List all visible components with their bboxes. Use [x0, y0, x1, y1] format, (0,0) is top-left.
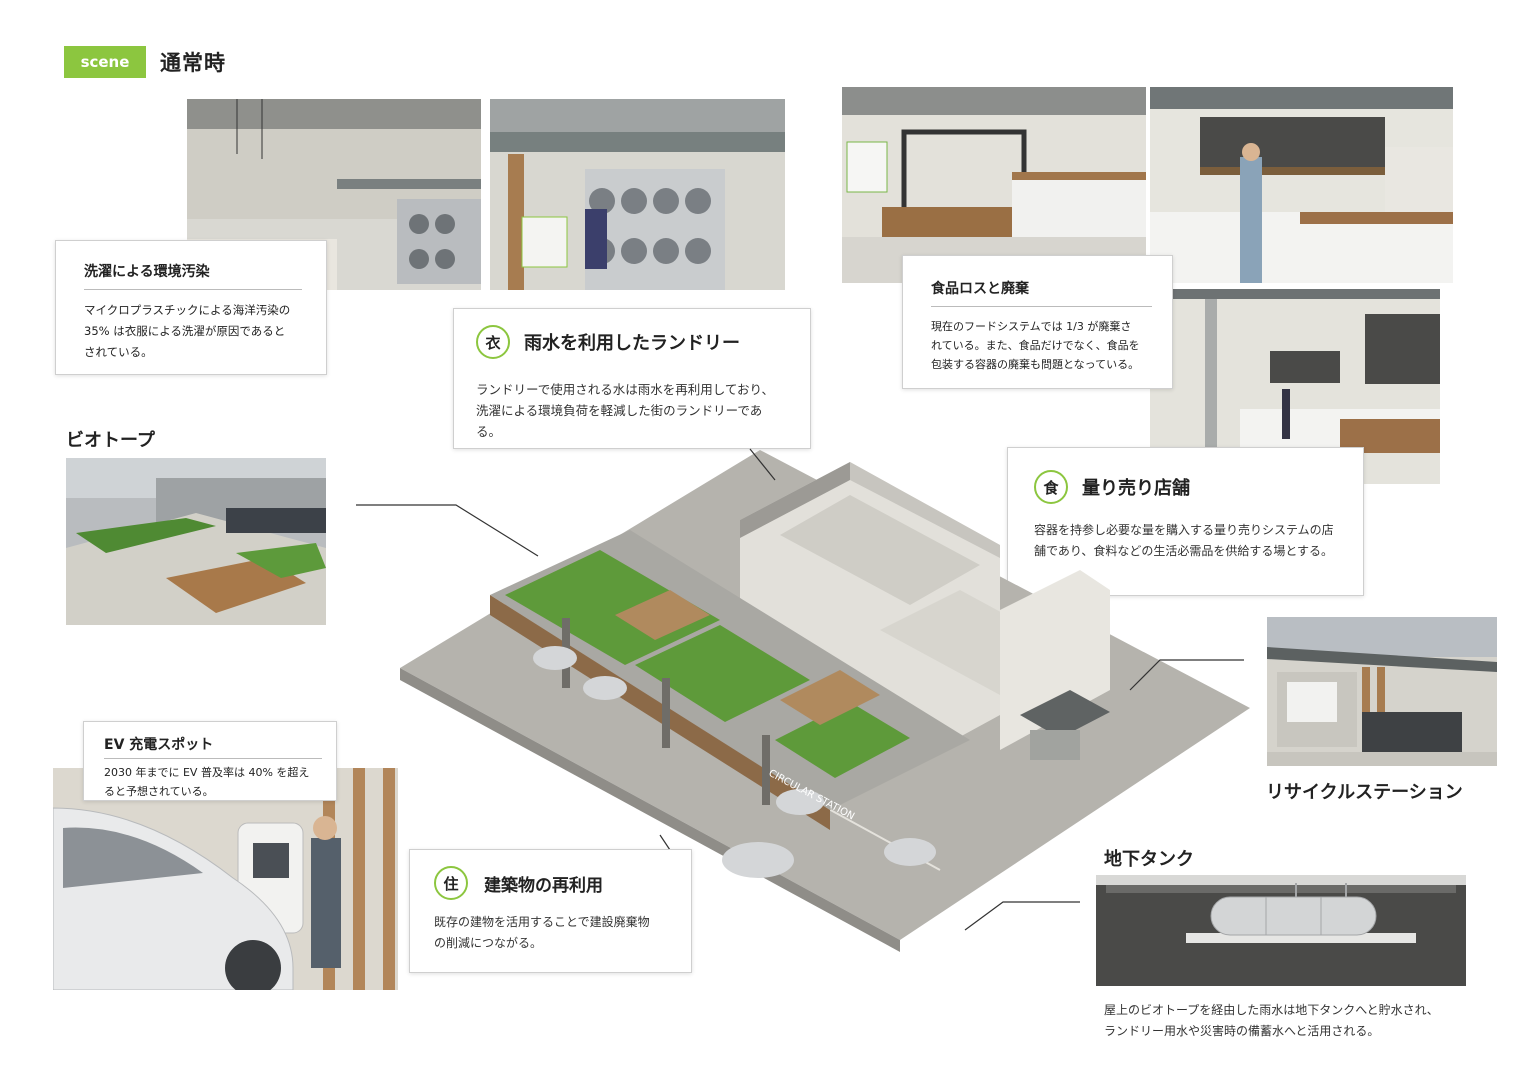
- laundry-environment-title: 洗濯による環境汚染: [84, 264, 210, 280]
- laundry-line1: ランドリーで使用される水は雨水を再利用しており、: [476, 382, 775, 397]
- food-loss-line1: 現在のフードシステムでは 1/3 が廃棄さ: [931, 320, 1132, 333]
- food-loss-title: 食品ロスと廃棄: [931, 281, 1029, 297]
- laundry-environment-line1: マイクロプラスチックによる海洋汚染の: [84, 303, 291, 317]
- recycle-station-photo: [1267, 617, 1497, 766]
- laundry-environment-line2: 35% は衣服による洗濯が原因であると: [84, 324, 286, 338]
- food-loss-line3: 包装する容器の廃棄も問題となっている。: [931, 358, 1140, 371]
- food-loss-card: 食品ロスと廃棄 現在のフードシステムでは 1/3 が廃棄さ れている。また、食品…: [902, 255, 1173, 389]
- store-photo-1: [842, 87, 1146, 283]
- scene-tag: scene: [64, 46, 146, 78]
- underground-tank-line2: ランドリー用水や災害時の備蓄水へと活用される。: [1104, 1024, 1380, 1038]
- laundry-callout: 衣 雨水を利用したランドリー ランドリーで使用される水は雨水を再利用しており、 …: [453, 308, 811, 449]
- laundry-environment-card: 洗濯による環境汚染 マイクロプラスチックによる海洋汚染の 35% は衣服による洗…: [55, 240, 327, 375]
- underground-tank-label: 地下タンク: [1104, 849, 1194, 870]
- housing-icon: 住: [434, 866, 468, 900]
- bulk-store-callout: 食 量り売り店舗 容器を持参し必要な量を購入する量り売りシステムの店 舗であり、…: [1007, 447, 1364, 596]
- biotope-photo: [66, 458, 326, 625]
- divider: [104, 758, 322, 759]
- reuse-line2: の削減につながる。: [434, 936, 543, 950]
- laundry-line2: 洗濯による環境負荷を軽減した街のランドリーである。: [476, 403, 763, 439]
- underground-tank-photo: [1096, 875, 1466, 986]
- biotope-label: ビオトープ: [66, 430, 155, 451]
- ev-charging-title: EV 充電スポット: [104, 737, 214, 753]
- reuse-callout: 住 建築物の再利用 既存の建物を活用することで建設廃棄物 の削減につながる。: [409, 849, 692, 973]
- laundry-title: 雨水を利用したランドリー: [524, 333, 740, 354]
- store-photo-2: [1150, 87, 1453, 283]
- divider: [931, 306, 1152, 307]
- reuse-line1: 既存の建物を活用することで建設廃棄物: [434, 915, 650, 929]
- food-icon: 食: [1034, 470, 1068, 504]
- isometric-building: CIRCULAR STATION: [400, 450, 1250, 952]
- bulk-store-line1: 容器を持参し必要な量を購入する量り売りシステムの店: [1034, 523, 1334, 537]
- scene-title: 通常時: [160, 51, 226, 75]
- ev-charging-card: EV 充電スポット 2030 年までに EV 普及率は 40% を超え ると予想…: [83, 721, 337, 801]
- clothing-icon: 衣: [476, 325, 510, 359]
- laundry-photo-2: [490, 99, 785, 290]
- food-loss-line2: れている。また、食品だけでなく、食品を: [931, 339, 1140, 352]
- reuse-title: 建築物の再利用: [484, 875, 603, 896]
- bulk-store-line2: 舗であり、食料などの生活必需品を供給する場とする。: [1034, 544, 1334, 558]
- divider: [84, 289, 302, 290]
- bulk-store-title: 量り売り店舗: [1082, 478, 1190, 499]
- ev-charging-line2: ると予想されている。: [104, 785, 214, 798]
- underground-tank-line1: 屋上のビオトープを経由した雨水は地下タンクへと貯水され、: [1104, 1003, 1439, 1017]
- recycle-station-label: リサイクルステーション: [1266, 782, 1463, 803]
- ev-charging-line1: 2030 年までに EV 普及率は 40% を超え: [104, 766, 310, 779]
- laundry-environment-line3: されている。: [84, 345, 153, 359]
- ev-charging-photo: [53, 768, 398, 990]
